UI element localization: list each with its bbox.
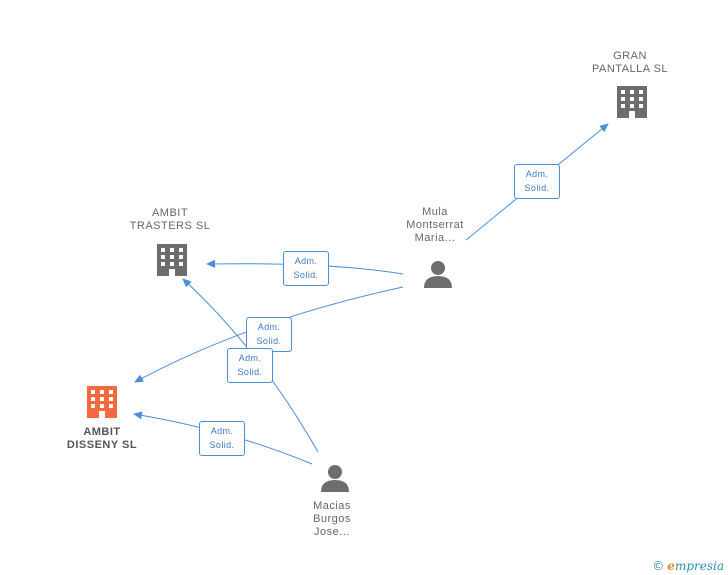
brand-initial: e — [667, 559, 675, 573]
brand-logo[interactable]: ©empresia — [652, 559, 724, 573]
node-label-ambit-disseny[interactable]: AMBIT DISSENY SL — [66, 426, 138, 451]
person-icon[interactable] — [321, 465, 349, 492]
building-icon[interactable] — [87, 386, 117, 418]
node-label-mula[interactable]: Mula Montserrat Maria... — [406, 206, 464, 244]
node-label-macias[interactable]: Macias Burgos Jose... — [313, 500, 351, 538]
copyright-icon: © — [652, 559, 665, 573]
building-icon[interactable] — [157, 244, 187, 276]
edge-label: Adm. Solid. — [227, 348, 273, 383]
edge-label: Adm. Solid. — [246, 317, 292, 352]
edge-label: Adm. Solid. — [199, 421, 245, 456]
node-label-ambit-trasters[interactable]: AMBIT TRASTERS SL — [129, 207, 211, 232]
edge-label: Adm. Solid. — [514, 164, 560, 199]
edge-label: Adm. Solid. — [283, 251, 329, 286]
building-icon[interactable] — [617, 86, 647, 118]
node-label-gran-pantalla[interactable]: GRAN PANTALLA SL — [591, 50, 669, 75]
brand-name: mpresia — [674, 559, 724, 573]
person-icon[interactable] — [424, 261, 452, 288]
